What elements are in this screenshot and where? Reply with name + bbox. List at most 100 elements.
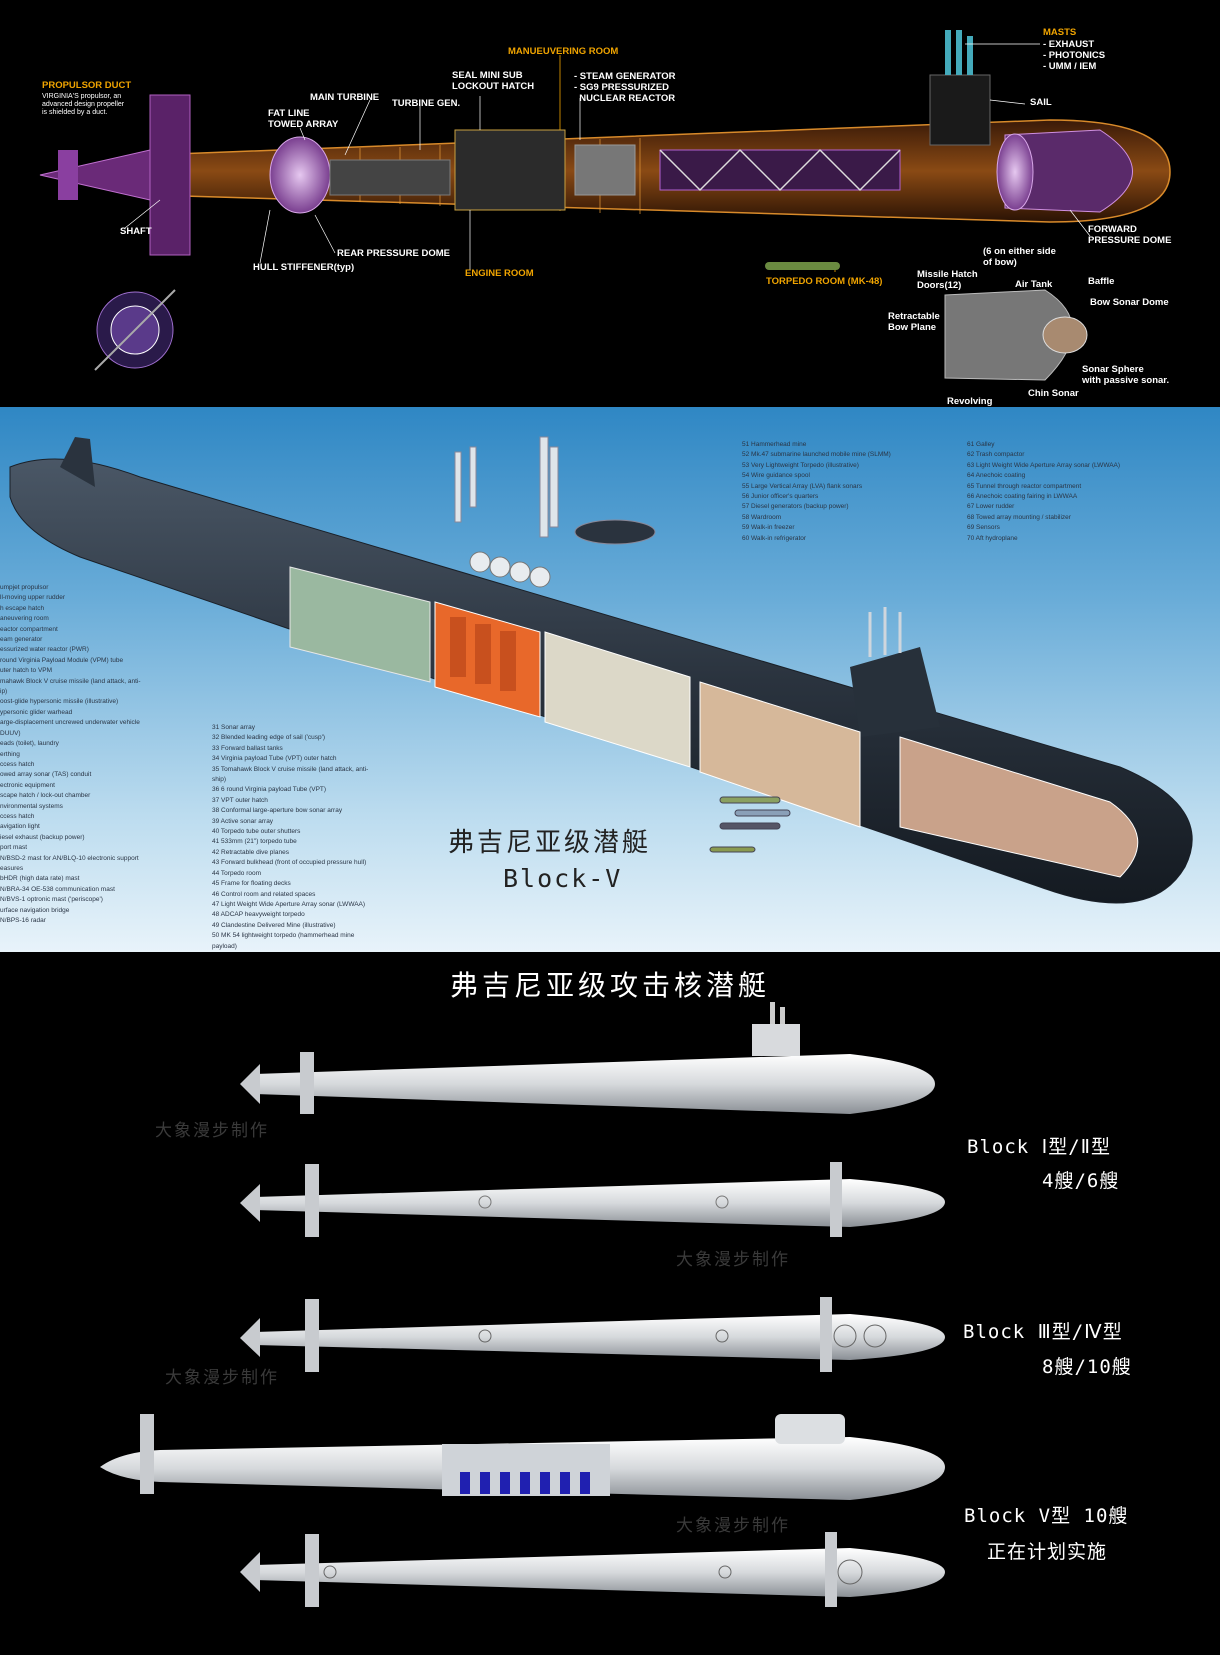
watermark-2: 大象漫步制作 xyxy=(676,1250,790,1270)
legend-item: 66 Anechoic coating fairing in LWWAA xyxy=(967,493,1078,501)
legend-item: 31 Sonar array xyxy=(212,724,255,731)
legend-list-middle: 31 Sonar array 32 Blended leading edge of… xyxy=(212,723,368,952)
legend-item: 55 Large Vertical Array (LVA) flank sona… xyxy=(742,482,863,490)
legend-item: eactor compartment xyxy=(0,625,58,633)
legend-item: ip) xyxy=(0,688,8,696)
block-profile-illustrations xyxy=(100,1002,945,1607)
watermark-3: 大象漫步制作 xyxy=(165,1368,279,1388)
legend-item: essurized water reactor (PWR) xyxy=(0,646,89,654)
legend-item: 52 Mk.47 submarine launched mobile mine … xyxy=(742,451,891,459)
sub-profile-block-5b xyxy=(240,1532,945,1607)
legend-item: mahawk Block V cruise missile (land atta… xyxy=(0,677,141,685)
legend-item: 54 Wire guidance spool xyxy=(742,472,810,480)
label-propulsor-duct: PROPULSOR DUCT xyxy=(42,80,132,91)
label-shaft: SHAFT xyxy=(120,226,152,237)
legend-item: 33 Forward ballast tanks xyxy=(212,744,283,752)
legend-item: ccess hatch xyxy=(0,812,35,820)
label-block-5: Block V型 10艘 xyxy=(964,1505,1129,1527)
label-masts-list: - EXHAUST - PHOTONICS - UMM / IEM xyxy=(1043,39,1106,72)
legend-item: 45 Frame for floating decks xyxy=(212,880,291,888)
legend-item: 69 Sensors xyxy=(967,524,1000,532)
legend-item: N/BSD-2 mast for AN/BLQ-10 electronic su… xyxy=(0,854,139,862)
legend-item: 56 Junior officer's quarters xyxy=(742,493,819,501)
label-revolving: Revolving xyxy=(947,396,993,407)
legend-item: oost-glide hypersonic missile (illustrat… xyxy=(0,698,119,706)
watermark-4: 大象漫步制作 xyxy=(676,1516,790,1536)
label-bow-sonar-dome: Bow Sonar Dome xyxy=(1090,297,1169,308)
label-masts: MASTS xyxy=(1043,27,1077,38)
virginia-cutaway-illustration xyxy=(39,30,1171,381)
legend-item: easures xyxy=(0,864,24,872)
legend-item: DUUV) xyxy=(0,729,21,737)
watermark-1: 大象漫步制作 xyxy=(155,1121,269,1141)
legend-item: 58 Wardroom xyxy=(742,513,782,521)
label-air-tank: Air Tank xyxy=(1015,279,1053,290)
legend-item: 44 Torpedo room xyxy=(212,869,262,877)
legend-item: urface navigation bridge xyxy=(0,906,70,914)
sub-profile-block-1 xyxy=(240,1002,935,1114)
label-seal-hatch: SEAL MINI SUB LOCKOUT HATCH xyxy=(452,70,535,92)
label-torpedo-room: TORPEDO ROOM (MK-48) xyxy=(766,276,883,287)
legend-item: 62 Trash compactor xyxy=(967,451,1025,459)
label-propulsor-note: VIRGINIA'S propulsor, an advanced design… xyxy=(42,93,125,116)
label-baffle: Baffle xyxy=(1088,276,1115,287)
legend-item: 40 Torpedo tube outer shutters xyxy=(212,828,301,836)
legend-item: N/BVS-1 optronic mast ('periscope') xyxy=(0,896,103,904)
legend-item: arge-displacement uncrewed underwater ve… xyxy=(0,719,140,727)
legend-item: ccess hatch xyxy=(0,760,35,768)
label-block-1-2-count: 4艘/6艘 xyxy=(1042,1170,1120,1192)
legend-item: 42 Retractable dive planes xyxy=(212,848,289,856)
legend-item: N/BPS-16 radar xyxy=(0,917,46,924)
legend-item: ll-moving upper rudder xyxy=(0,594,66,602)
label-chin-sonar: Chin Sonar xyxy=(1028,388,1079,399)
legend-item: 35 Tomahawk Block V cruise missile (land… xyxy=(212,765,369,773)
legend-item: 36 6 round Virginia payload Tube (VPT) xyxy=(212,786,327,794)
legend-item: 43 Forward bulkhead (front of occupied p… xyxy=(212,859,367,867)
legend-item: 60 Walk-in refrigerator xyxy=(742,534,807,542)
legend-item: 51 Hammerhead mine xyxy=(742,441,807,448)
legend-item: umpjet propulsor xyxy=(0,584,49,591)
legend-item: erthing xyxy=(0,750,20,758)
legend-item: scape hatch / lock-out chamber xyxy=(0,792,91,800)
legend-item: 38 Conformal large-aperture bow sonar ar… xyxy=(212,807,343,815)
legend-item: avigation light xyxy=(0,823,40,831)
legend-item: 47 Light Weight Wide Aperture Array sona… xyxy=(212,900,366,908)
legend-item: 68 Towed array mounting / stabilizer xyxy=(967,513,1071,521)
label-missile-hatch: Missile Hatch Doors(12) xyxy=(917,269,978,291)
legend-item: 32 Blended leading edge of sail ('cusp') xyxy=(212,734,326,742)
label-retractable-bow-plane: Retractable Bow Plane xyxy=(888,311,940,333)
legend-item: owed array sonar (TAS) conduit xyxy=(0,771,92,779)
legend-item: 49 Clandestine Delivered Mine (illustrat… xyxy=(212,921,336,929)
legend-item: 37 VPT outer hatch xyxy=(212,796,268,804)
legend-item: 63 Light Weight Wide Aperture Array sona… xyxy=(967,461,1121,469)
label-six-either-side: (6 on either side of bow) xyxy=(983,246,1056,268)
label-steam-generator-list: - STEAM GENERATOR - SG9 PRESSURIZED NUCL… xyxy=(574,71,676,104)
sub-profile-block-3 xyxy=(240,1297,945,1372)
legend-item: round Virginia Payload Module (VPM) tube xyxy=(0,656,124,664)
legend-item: eads (toilet), laundry xyxy=(0,740,59,748)
legend-item: 46 Control room and related spaces xyxy=(212,890,316,898)
cutaway-diagram-panel: PROPULSOR DUCT VIRGINIA'S propulsor, an … xyxy=(0,0,1220,407)
legend-item: port mast xyxy=(0,844,28,852)
legend-item: eam generator xyxy=(0,636,43,644)
label-block-1-2: Block Ⅰ型/Ⅱ型 xyxy=(967,1136,1112,1158)
legend-item: aneuvering room xyxy=(0,615,49,623)
legend-item: payload) xyxy=(212,942,237,950)
label-rear-pressure-dome: REAR PRESSURE DOME xyxy=(337,248,450,259)
legend-item: ypersonic glider warhead xyxy=(0,708,73,716)
legend-list-top-1: 51 Hammerhead mine 52 Mk.47 submarine lau… xyxy=(742,440,891,544)
panel3-title: 弗吉尼亚级攻击核潜艇 xyxy=(449,969,770,1002)
legend-item: 61 Galley xyxy=(967,441,995,448)
block-comparison-panel: 弗吉尼亚级攻击核潜艇 xyxy=(0,952,1220,1655)
legend-item: 48 ADCAP heavyweight torpedo xyxy=(212,911,305,919)
block-v-submarine-illustration xyxy=(9,436,1193,904)
legend-item: 59 Walk-in freezer xyxy=(742,524,795,532)
legend-item: 70 Aft hydroplane xyxy=(967,534,1018,542)
label-block-3-4: Block Ⅲ型/Ⅳ型 xyxy=(963,1321,1123,1343)
legend-item: uter hatch to VPM xyxy=(0,667,53,675)
legend-item: ectronic equipment xyxy=(0,781,55,789)
label-fat-line-towed-array: FAT LINE TOWED ARRAY xyxy=(268,108,339,130)
legend-item: 34 Virginia payload Tube (VPT) outer hat… xyxy=(212,755,337,763)
